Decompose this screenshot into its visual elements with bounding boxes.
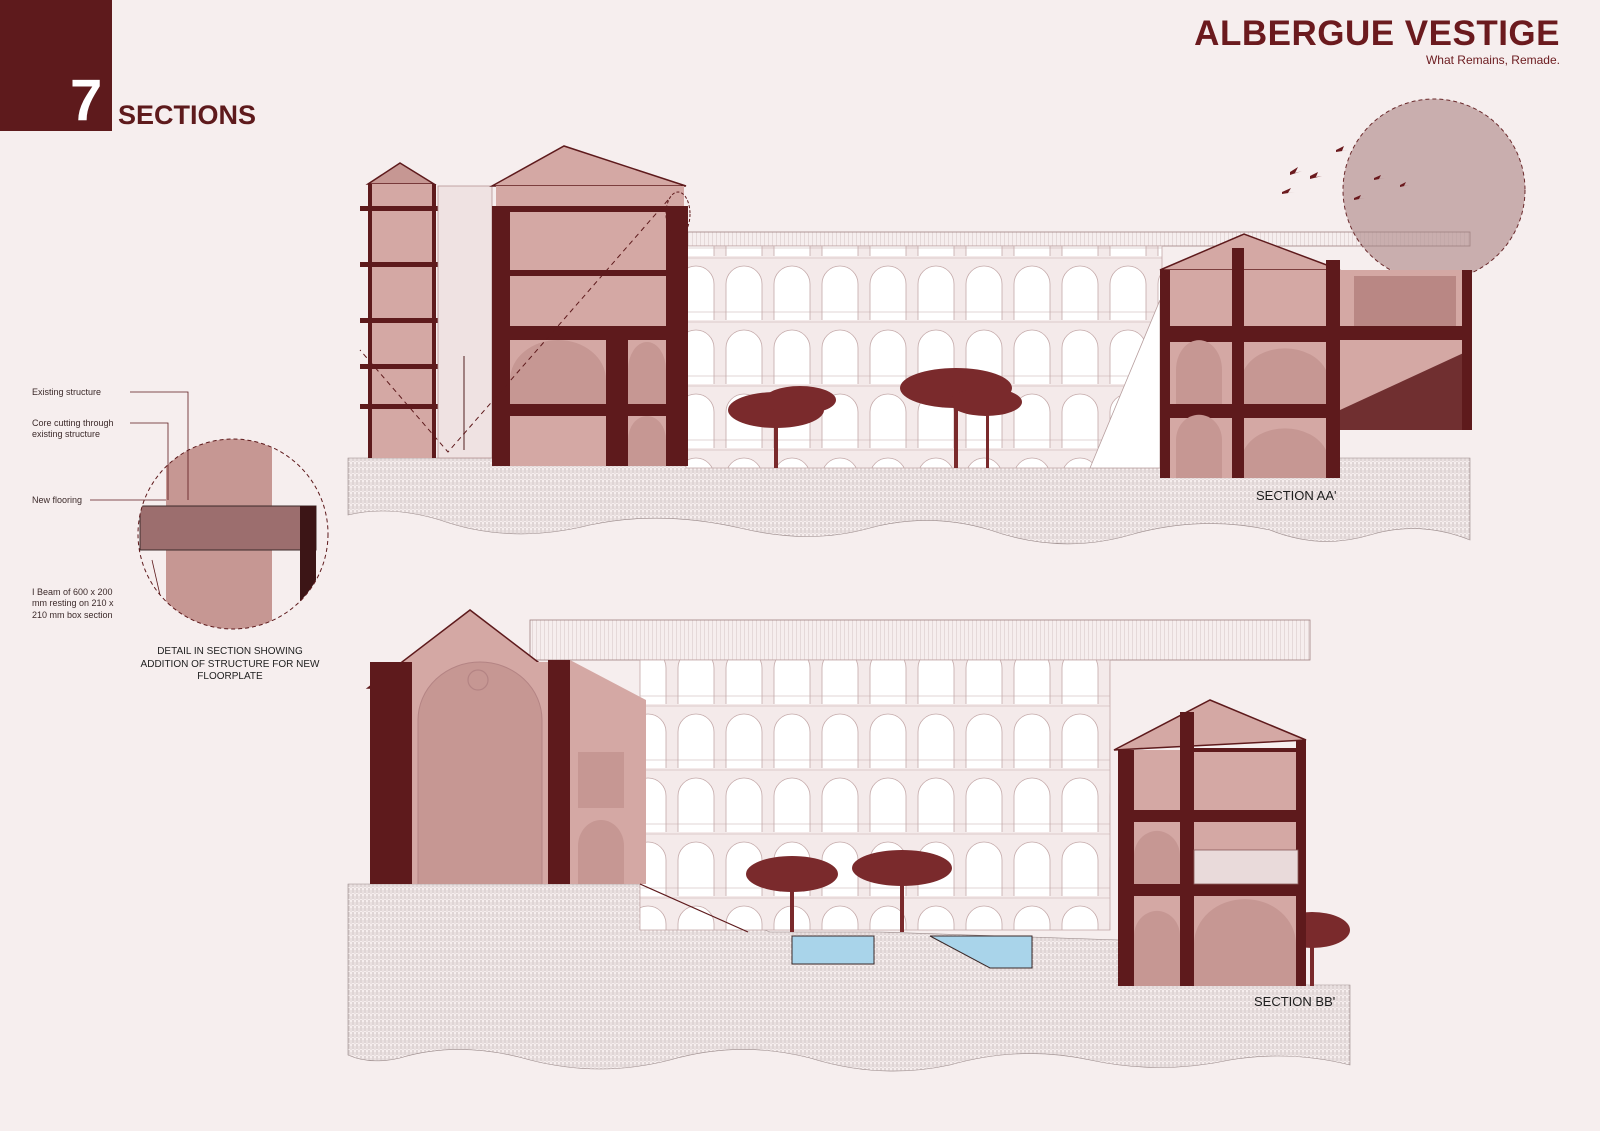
section-aa-label: SECTION AA'	[1256, 488, 1337, 503]
annotation-new-flooring: New flooring	[32, 495, 83, 505]
brand-title: ALBERGUE VESTIGE	[1194, 14, 1560, 53]
detail-caption: DETAIL IN SECTION SHOWING ADDITION OF ST…	[140, 646, 320, 682]
section-number-block	[0, 0, 112, 131]
birds-graphic	[1282, 146, 1409, 200]
section-bb-label: SECTION BB'	[1254, 994, 1336, 1009]
annotation-i-beam: I Beam of 600 x 200 mm resting on 210 x …	[32, 587, 114, 620]
annotation-core-cutting: Core cutting through existing structure	[32, 418, 114, 440]
section-number: 7	[70, 68, 103, 133]
section-aa-drawing	[347, 145, 1472, 545]
sun-graphic	[1342, 98, 1526, 282]
section-bb-drawing	[347, 609, 1351, 1072]
brand-tagline: What Remains, Remade.	[1425, 52, 1560, 67]
annotation-existing-structure: Existing structure	[32, 387, 102, 397]
detail-circle-drawing	[90, 391, 329, 630]
page-title: SECTIONS	[118, 100, 257, 130]
brand-block: ALBERGUE VESTIGE What Remains, Remade.	[1194, 14, 1560, 67]
